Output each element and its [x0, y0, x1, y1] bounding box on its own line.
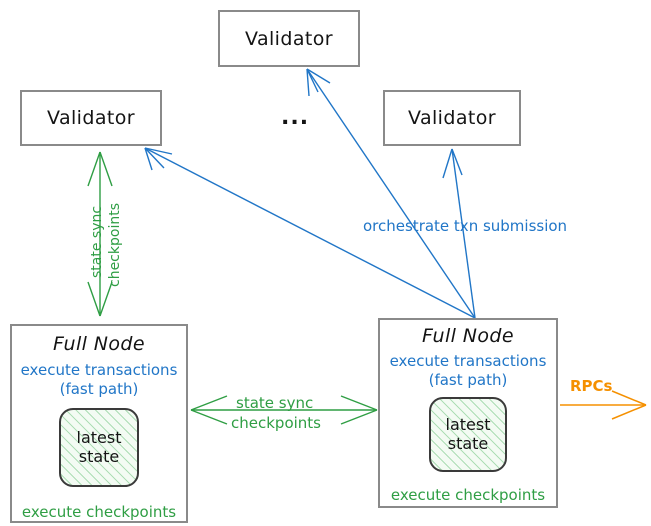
full-node-left-exec-line2: (fast path) [59, 379, 139, 398]
full-node-right-state-line1: latest [445, 414, 491, 434]
full-node-right-state-line2: state [447, 434, 489, 453]
full-node-left-exec-line1: execute transactions [20, 361, 178, 379]
validator-top-label: Validator [245, 27, 333, 50]
full-node-right-title: Full Node [422, 325, 514, 347]
full-node-right-exec-line2: (fast path) [428, 370, 508, 389]
state-sync-horizontal-label-line1: state sync [236, 394, 314, 412]
full-node-right-latest-state[interactable]: latest state [429, 396, 507, 472]
validator-left-label: Validator [47, 107, 135, 129]
full-node-right-exec-transactions: execute transactions (fast path) [390, 352, 547, 390]
full-node-left-state-line2: state [78, 447, 120, 466]
full-node-left-exec-checkpoints: execute checkpoints [21, 502, 177, 521]
node-validator-left[interactable]: Validator [20, 90, 162, 146]
state-sync-horizontal-label-line2: checkpoints [231, 414, 321, 432]
orchestrate-txn-submission-label: orchestrate txn submission [363, 217, 568, 235]
arrow-rpcs [560, 390, 647, 420]
full-node-left-exec-transactions: execute transactions (fast path) [21, 361, 178, 399]
full-node-left-title: Full Node [53, 333, 145, 355]
validator-right-label: Validator [408, 107, 496, 129]
full-node-right-exec-checkpoints: execute checkpoints [390, 485, 546, 504]
rpcs-label: RPCs [570, 377, 613, 395]
state-sync-vertical-label-line1: state sync [89, 205, 105, 278]
validators-ellipsis: ... [281, 105, 310, 130]
full-node-left-latest-state[interactable]: latest state [59, 407, 139, 487]
node-full-node-right[interactable]: Full Node execute transactions (fast pat… [378, 318, 558, 508]
node-validator-top[interactable]: Validator [218, 10, 360, 67]
node-full-node-left[interactable]: Full Node execute transactions (fast pat… [10, 324, 188, 523]
state-sync-vertical-label-line2: checkpoints [107, 203, 123, 287]
full-node-left-state-line1: latest [76, 427, 122, 447]
full-node-right-exec-line1: execute transactions [389, 352, 547, 370]
node-validator-right[interactable]: Validator [383, 90, 521, 146]
